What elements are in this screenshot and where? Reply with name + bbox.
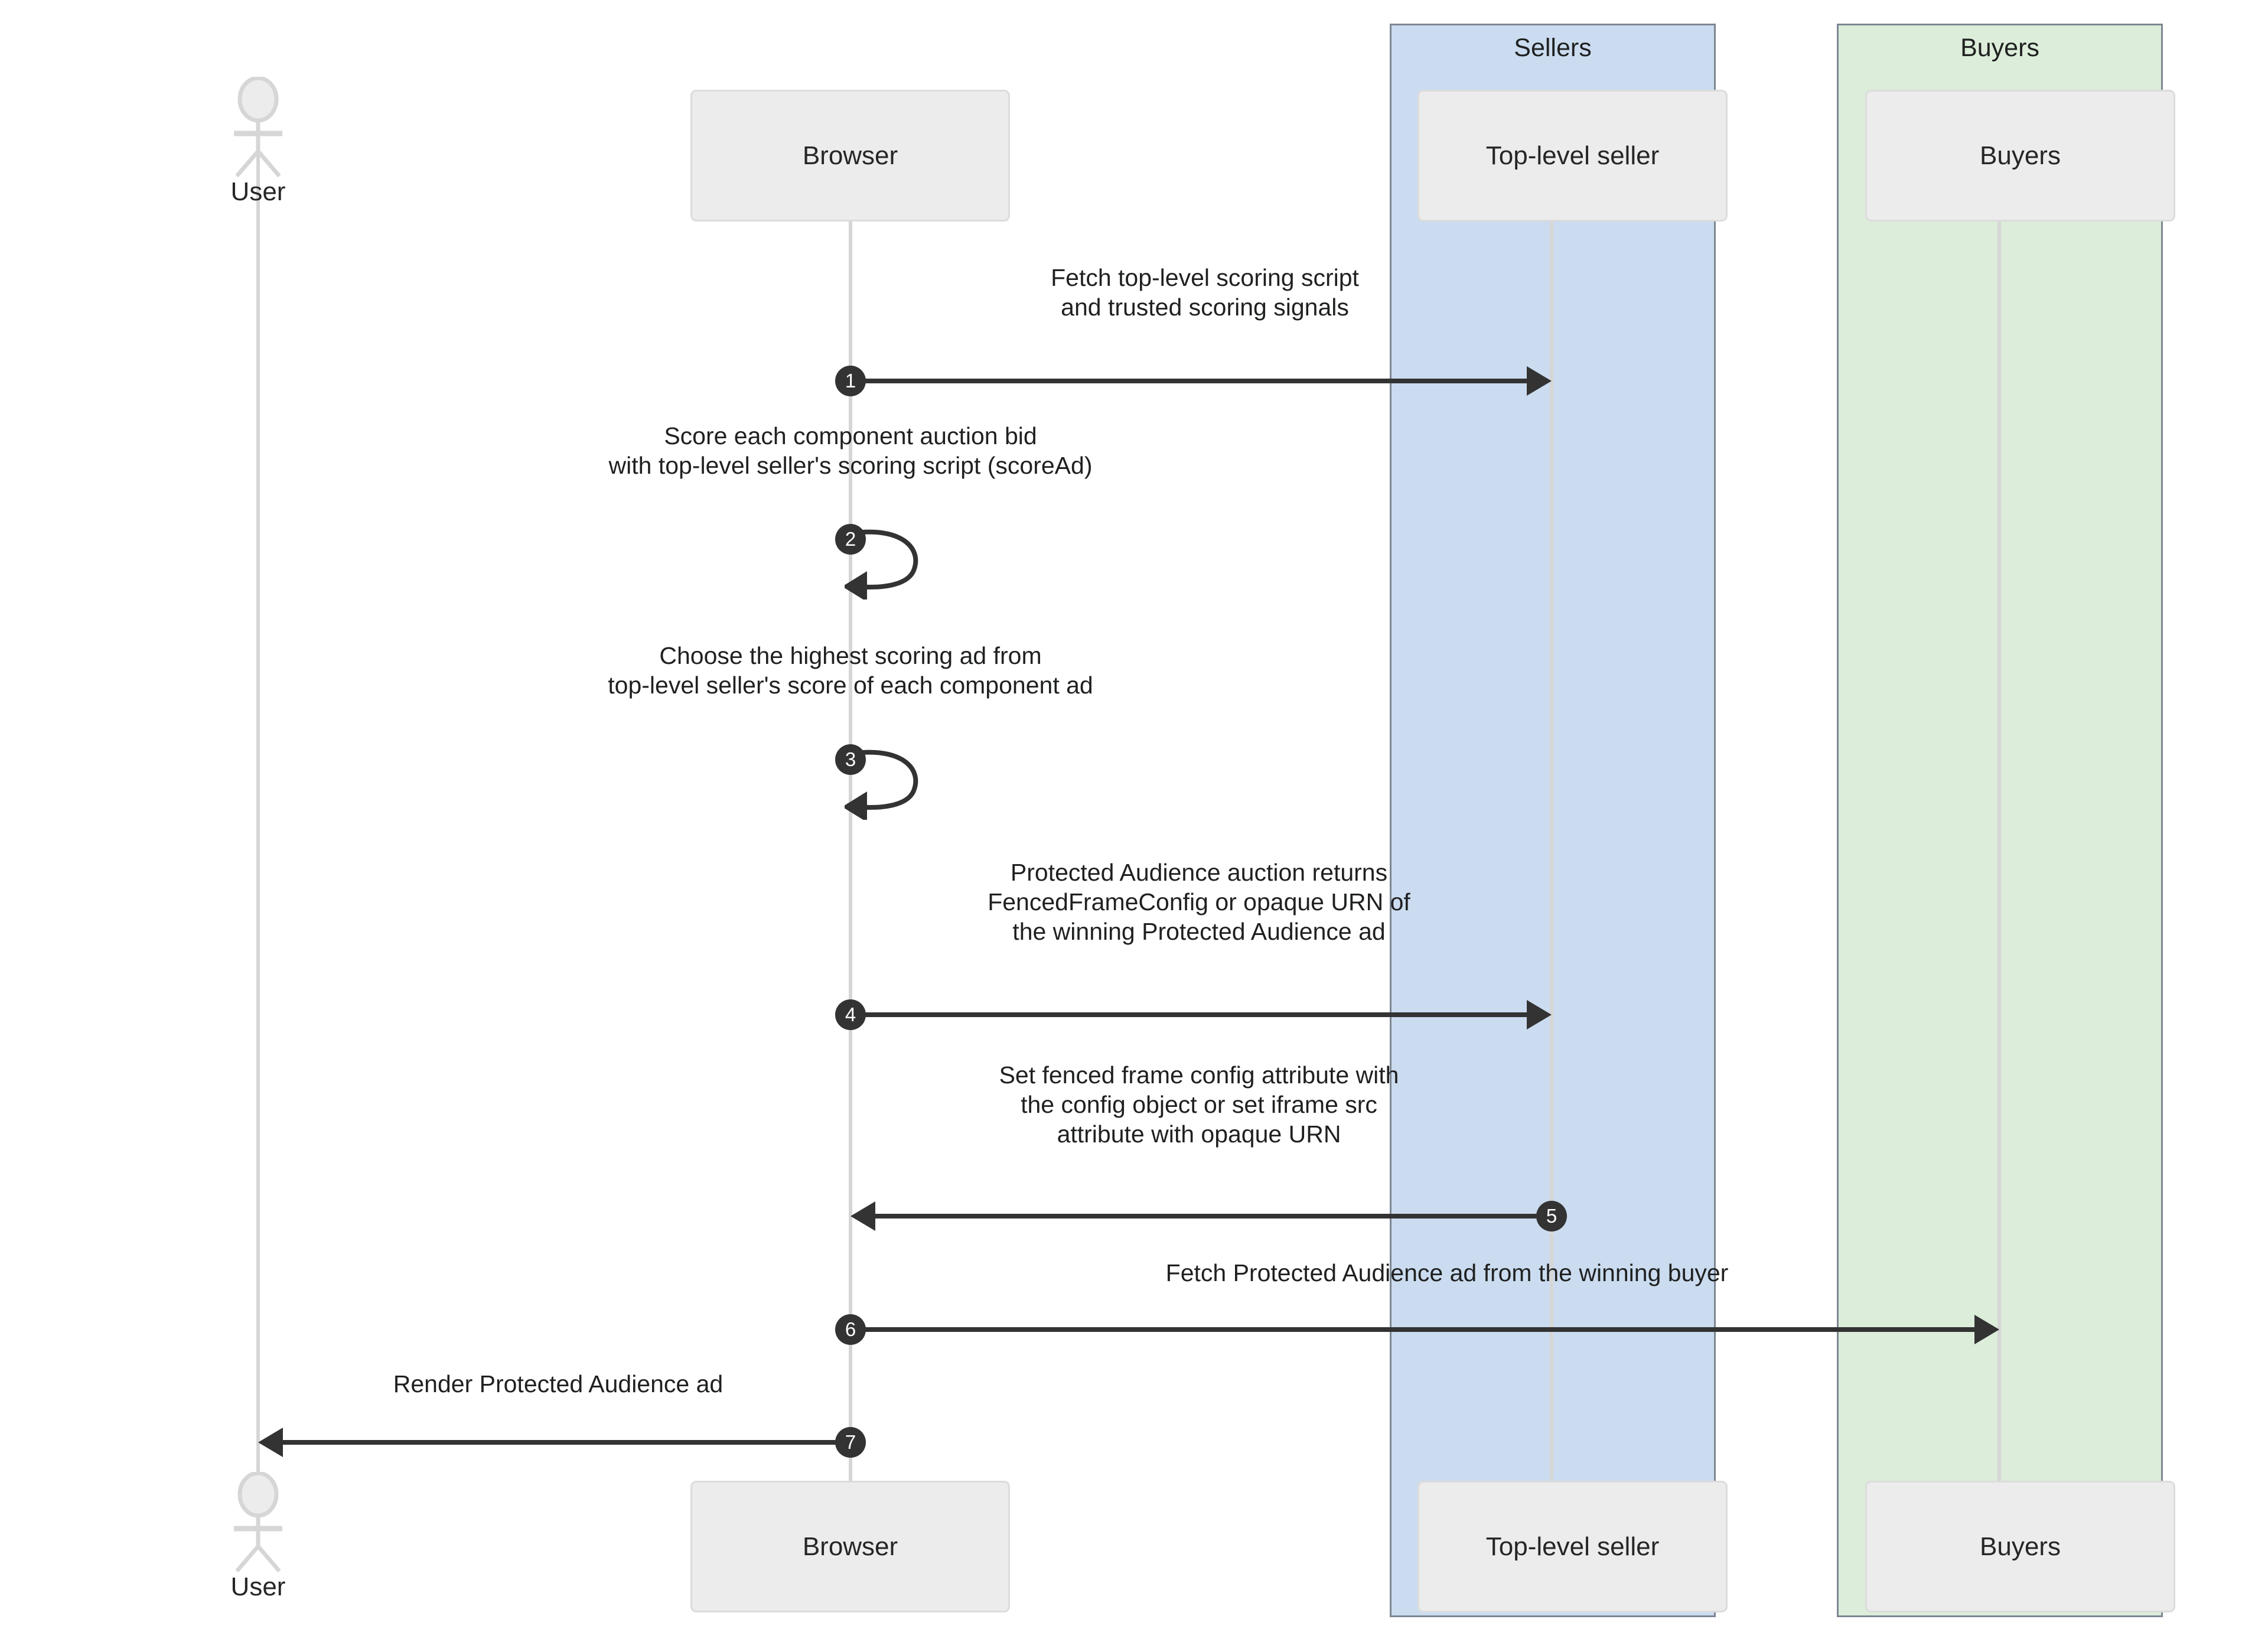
message-4-line (850, 1012, 1527, 1017)
message-1-arrowhead (1527, 366, 1552, 396)
participant-browser-top[interactable]: Browser (690, 90, 1010, 221)
lifeline-user (256, 148, 260, 1477)
message-7-number: 7 (835, 1427, 866, 1458)
group-sellers-label: Sellers (1514, 34, 1592, 62)
lifeline-buyer (1997, 219, 2001, 1483)
message-3-number: 3 (835, 744, 866, 775)
message-3-self-loop (845, 750, 918, 820)
message-4-number: 4 (835, 999, 866, 1030)
participant-browser-bottom[interactable]: Browser (690, 1481, 1010, 1612)
message-7-label: Render Protected Audience ad (393, 1370, 724, 1397)
message-6-arrowhead (1974, 1315, 1999, 1344)
actor-user-bottom[interactable] (221, 1471, 295, 1575)
message-6-number: 6 (835, 1314, 866, 1345)
message-1-line (850, 379, 1527, 383)
message-5-number: 5 (1536, 1201, 1567, 1232)
message-4-label: Protected Audience auction returns Fence… (988, 859, 1410, 946)
user-stick-figure-icon (234, 76, 282, 178)
message-7-line (283, 1440, 850, 1445)
participant-buyer-top[interactable]: Buyers (1865, 90, 2175, 221)
message-6-label: Fetch Protected Audience ad from the win… (1165, 1259, 1729, 1286)
message-4-arrowhead (1527, 1000, 1552, 1029)
message-1-number: 1 (835, 366, 866, 396)
group-buyers-label: Buyers (1960, 34, 2039, 62)
message-7-arrowhead (258, 1428, 283, 1457)
message-1-label: Fetch top-level scoring script and trust… (1051, 264, 1359, 321)
actor-user-bottom-label: User (230, 1572, 286, 1601)
message-2-label: Score each component auction bid with to… (608, 422, 1093, 480)
message-2-self-loop (845, 529, 918, 600)
message-5-line (875, 1214, 1552, 1219)
message-3-label: Choose the highest scoring ad from top-l… (608, 642, 1093, 699)
lifeline-browser (849, 219, 852, 1483)
lifeline-seller (1550, 219, 1553, 1483)
message-5-arrowhead (850, 1201, 875, 1231)
actor-user-top-label: User (230, 177, 286, 206)
message-6-line (850, 1327, 1974, 1332)
participant-seller-bottom[interactable]: Top-level seller (1418, 1481, 1728, 1612)
participant-seller-top[interactable]: Top-level seller (1418, 90, 1728, 221)
user-stick-figure-icon (234, 1471, 282, 1573)
actor-user-top[interactable] (221, 76, 295, 180)
message-5-label: Set fenced frame config attribute with t… (999, 1061, 1399, 1148)
participant-buyer-bottom[interactable]: Buyers (1865, 1481, 2175, 1612)
message-2-number: 2 (835, 524, 866, 555)
